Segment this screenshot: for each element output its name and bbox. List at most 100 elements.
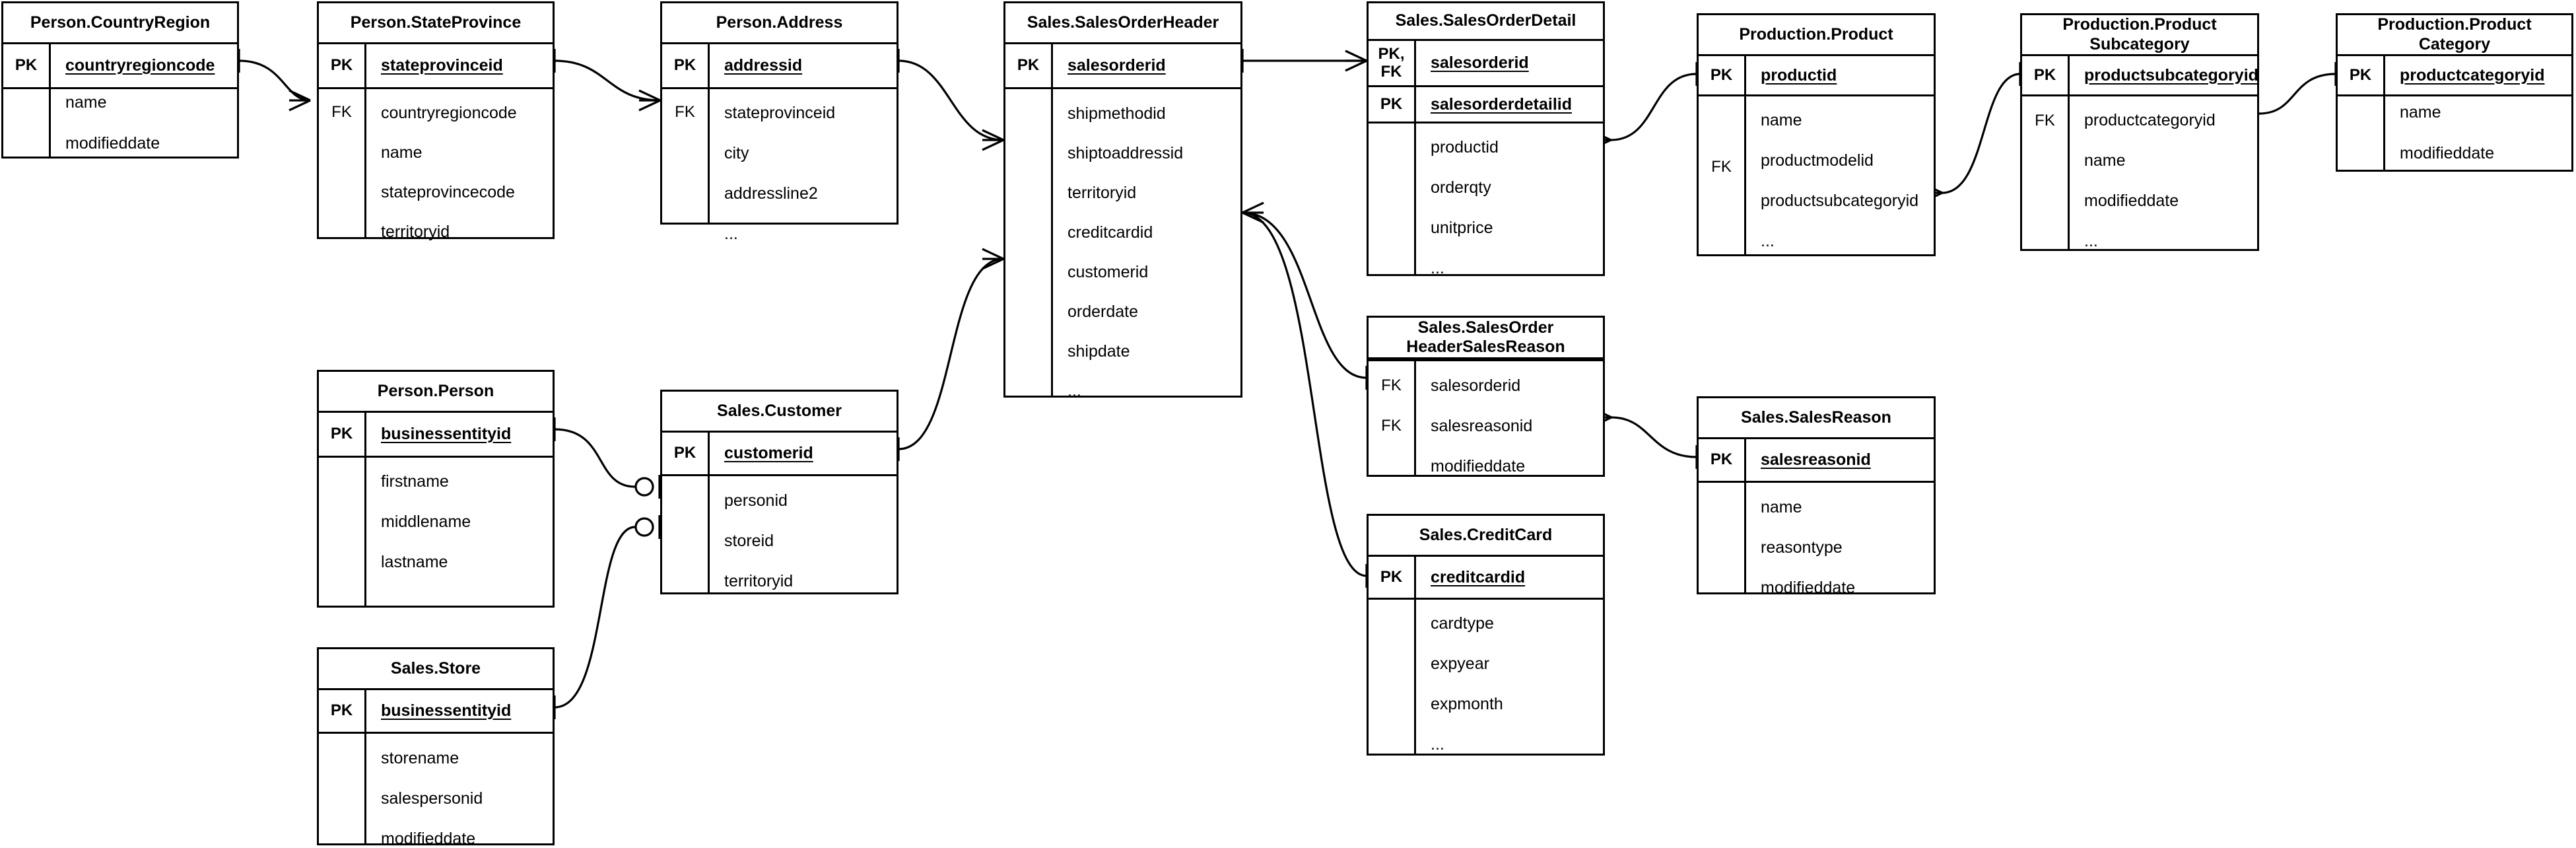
pk-fields: salesorderid xyxy=(1053,44,1240,87)
body-fields: storename salespersonid modifieddate xyxy=(366,734,553,847)
key-marker xyxy=(1369,124,1416,274)
entity-pk-section: PK salesorderdetailid xyxy=(1369,85,1603,122)
entity-production-productsubcategory[interactable]: Production.Product Subcategory PK produc… xyxy=(2020,13,2259,251)
entity-body-section: FK productcategoryid name modifieddate .… xyxy=(2022,94,2257,250)
entity-production-product[interactable]: Production.Product PK productid FK name … xyxy=(1697,13,1936,256)
pk-fields: salesorderid xyxy=(1416,41,1603,85)
entity-pk-section: PK stateprovinceid xyxy=(319,44,553,87)
entity-title: Person.Address xyxy=(662,3,897,44)
entity-pk-section: PK customerid xyxy=(662,433,897,474)
field-name: ... xyxy=(1068,382,1081,400)
key-marker: PK xyxy=(1369,87,1416,122)
field-name: ... xyxy=(724,225,738,243)
entity-title: Sales.SalesOrderDetail xyxy=(1369,3,1603,41)
entity-sales-creditcard[interactable]: Sales.CreditCard PK creditcardid cardtyp… xyxy=(1367,514,1605,756)
entity-person-person[interactable]: Person.Person PK businessentityid firstn… xyxy=(317,370,555,611)
field-name: storeid xyxy=(724,532,774,550)
key-marker xyxy=(1699,483,1746,592)
field-name: name xyxy=(381,143,423,162)
key-marker: PK xyxy=(662,433,710,474)
field-name: modifieddate xyxy=(2400,144,2495,162)
entity-sales-customer[interactable]: Sales.Customer PK customerid personid st… xyxy=(660,390,898,594)
entity-pk-section: PK businessentityid xyxy=(319,413,553,456)
key-marker: PK xyxy=(662,44,710,87)
entity-title: Sales.SalesOrderHeader xyxy=(1005,3,1240,44)
field-name: personid xyxy=(724,491,788,510)
entity-title: Sales.SalesOrder HeaderSalesReason xyxy=(1369,318,1603,359)
entity-title: Sales.Store xyxy=(319,649,553,690)
entity-body-section: FK FK salesorderid salesreasonid modifie… xyxy=(1369,359,1603,475)
field-name: customerid xyxy=(724,444,813,462)
relationship-customer-salesorderheader xyxy=(897,248,1004,461)
entity-sales-salesorderheader[interactable]: Sales.SalesOrderHeader PK salesorderid s… xyxy=(1003,1,1242,400)
key-marker xyxy=(2338,96,2385,170)
entity-title: Production.Product Category xyxy=(2338,15,2571,56)
field-name: creditcardid xyxy=(1431,567,1526,586)
field-name: lastname xyxy=(381,553,448,571)
key-marker: FK xyxy=(662,89,710,223)
field-name: ... xyxy=(2084,232,2098,250)
entity-body-section: firstname middlename lastname ... xyxy=(319,456,553,611)
field-name: orderqty xyxy=(1431,178,1491,197)
field-name: productcategoryid xyxy=(2400,65,2545,85)
key-marker: PK, FK xyxy=(1369,41,1416,85)
field-name: territoryid xyxy=(381,223,450,241)
entity-sales-salesorderdetail[interactable]: Sales.SalesOrderDetail PK, FK salesorder… xyxy=(1367,1,1605,277)
body-fields: productid orderqty unitprice ... xyxy=(1416,124,1603,277)
entity-person-stateprovince[interactable]: Person.StateProvince PK stateprovinceid … xyxy=(317,1,555,241)
entity-pk-section: PK countryregioncode xyxy=(3,44,237,87)
pk-fields: countryregioncode xyxy=(51,44,237,87)
pk-fields: addressid xyxy=(710,44,897,87)
field-name: salesorderid xyxy=(1431,376,1521,395)
key-marker: PK xyxy=(3,44,51,87)
entity-title-line2: Subcategory xyxy=(2089,34,2190,53)
key-marker: FK xyxy=(1381,376,1402,395)
entity-sales-salesreason[interactable]: Sales.SalesReason PK salesreasonid name … xyxy=(1697,396,1936,596)
field-name: salesreasonid xyxy=(1431,417,1533,435)
field-name: stateprovinceid xyxy=(724,104,836,122)
entity-title-line1: Sales.SalesOrder xyxy=(1417,318,1554,337)
entity-title: Production.Product Subcategory xyxy=(2022,15,2257,56)
key-marker: FK xyxy=(1699,96,1746,254)
entity-title: Person.CountryRegion xyxy=(3,3,237,44)
entity-body-section: FK countryregioncode name stateprovincec… xyxy=(319,87,553,241)
relationship-store-customer xyxy=(553,515,661,719)
field-name: shipmethodid xyxy=(1068,104,1166,123)
field-name: firstname xyxy=(381,472,449,491)
entity-pk-section: PK productsubcategoryid xyxy=(2022,56,2258,94)
entity-title: Sales.SalesReason xyxy=(1699,398,1934,439)
field-name: productsubcategoryid xyxy=(1761,192,1919,210)
entity-sales-salesorderheadersalesreason[interactable]: Sales.SalesOrder HeaderSalesReason FK FK… xyxy=(1367,316,1605,477)
key-marker: PK xyxy=(1699,439,1746,481)
entity-sales-store[interactable]: Sales.Store PK businessentityid storenam… xyxy=(317,647,555,847)
key-marker: PK xyxy=(2022,56,2070,94)
body-fields: name reasontype modifieddate xyxy=(1746,483,1934,596)
body-fields: name productmodelid productsubcategoryid… xyxy=(1746,96,1934,254)
entity-pk-section: PK creditcardid xyxy=(1369,557,1603,598)
entity-pk-section: PK addressid xyxy=(662,44,897,87)
field-name: modifieddate xyxy=(1431,457,1526,476)
field-name: salesorderdetailid xyxy=(1431,94,1572,114)
relationship-salesorderheader-creditcard xyxy=(1242,211,1368,588)
field-name: addressline2 xyxy=(724,184,818,203)
body-fields: productcategoryid name modifieddate ... xyxy=(2070,96,2257,250)
entity-person-countryregion[interactable]: Person.CountryRegion PK countryregioncod… xyxy=(1,1,239,159)
field-name: addressid xyxy=(724,56,803,75)
pk-fields: salesreasonid xyxy=(1746,439,1934,481)
pk-fields: productsubcategoryid xyxy=(2070,56,2258,94)
field-name: orderdate xyxy=(1068,302,1139,321)
entity-production-productcategory[interactable]: Production.Product Category PK productca… xyxy=(2336,13,2573,172)
field-name: businessentityid xyxy=(381,701,512,720)
field-name: name xyxy=(65,92,107,112)
entity-person-address[interactable]: Person.Address PK addressid FK stateprov… xyxy=(660,1,898,242)
field-name: territoryid xyxy=(724,572,794,590)
relationship-salesorderheader-salesorderdetail xyxy=(1241,49,1367,73)
entity-title-line2: Category xyxy=(2418,34,2491,53)
field-name: name xyxy=(2084,151,2126,170)
field-name: productid xyxy=(1761,65,1837,85)
relationship-person-customer xyxy=(553,417,661,499)
relationship-salesreasonlink-salesreason xyxy=(1590,406,1698,469)
key-marker: FK xyxy=(2022,96,2070,249)
relationship-address-salesorderheader xyxy=(897,49,1004,151)
pk-fields: businessentityid xyxy=(366,413,553,456)
